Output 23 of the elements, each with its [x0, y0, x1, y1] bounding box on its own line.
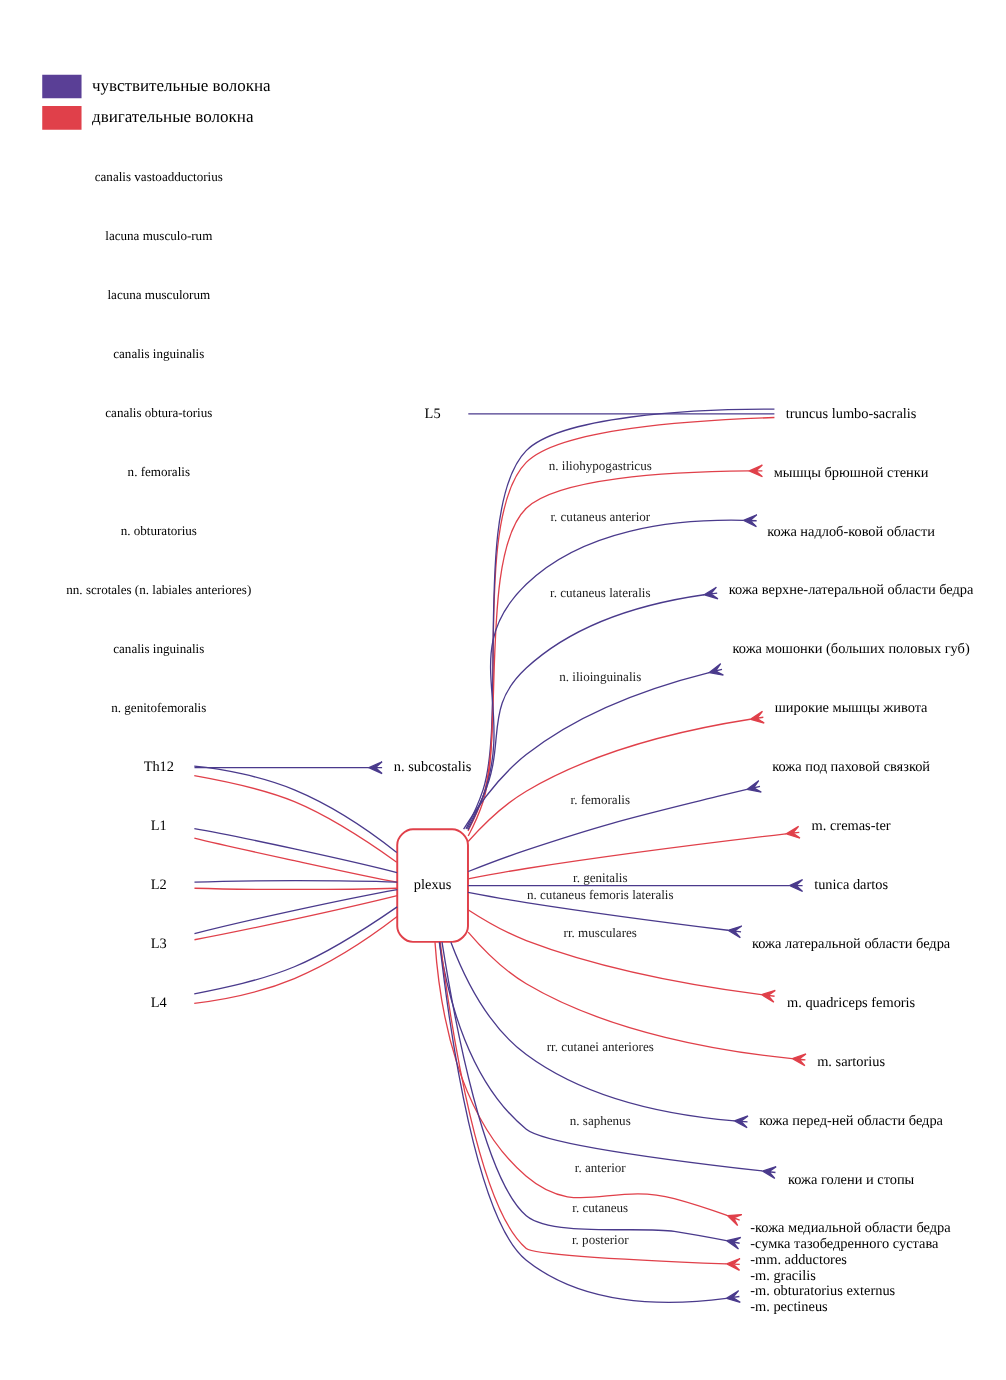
connector [192, 826, 397, 873]
connector [461, 662, 724, 829]
connector [192, 760, 382, 774]
legend-label: двигательные волокна [91, 105, 253, 126]
connector [466, 878, 803, 892]
connector [192, 887, 397, 934]
connector [466, 412, 775, 414]
connector [465, 585, 718, 829]
connector [466, 463, 763, 831]
connector [192, 878, 397, 882]
connector [466, 890, 742, 938]
connector [192, 894, 397, 940]
connector [466, 908, 775, 1002]
connector [437, 940, 776, 1178]
legend-label: чувствительные волокна [91, 73, 270, 94]
connector [466, 709, 764, 842]
connector [466, 930, 806, 1066]
connector [466, 513, 757, 830]
connector [192, 886, 397, 890]
connector [466, 779, 761, 872]
connector [466, 824, 800, 879]
connector [192, 836, 397, 882]
connector [449, 940, 748, 1128]
